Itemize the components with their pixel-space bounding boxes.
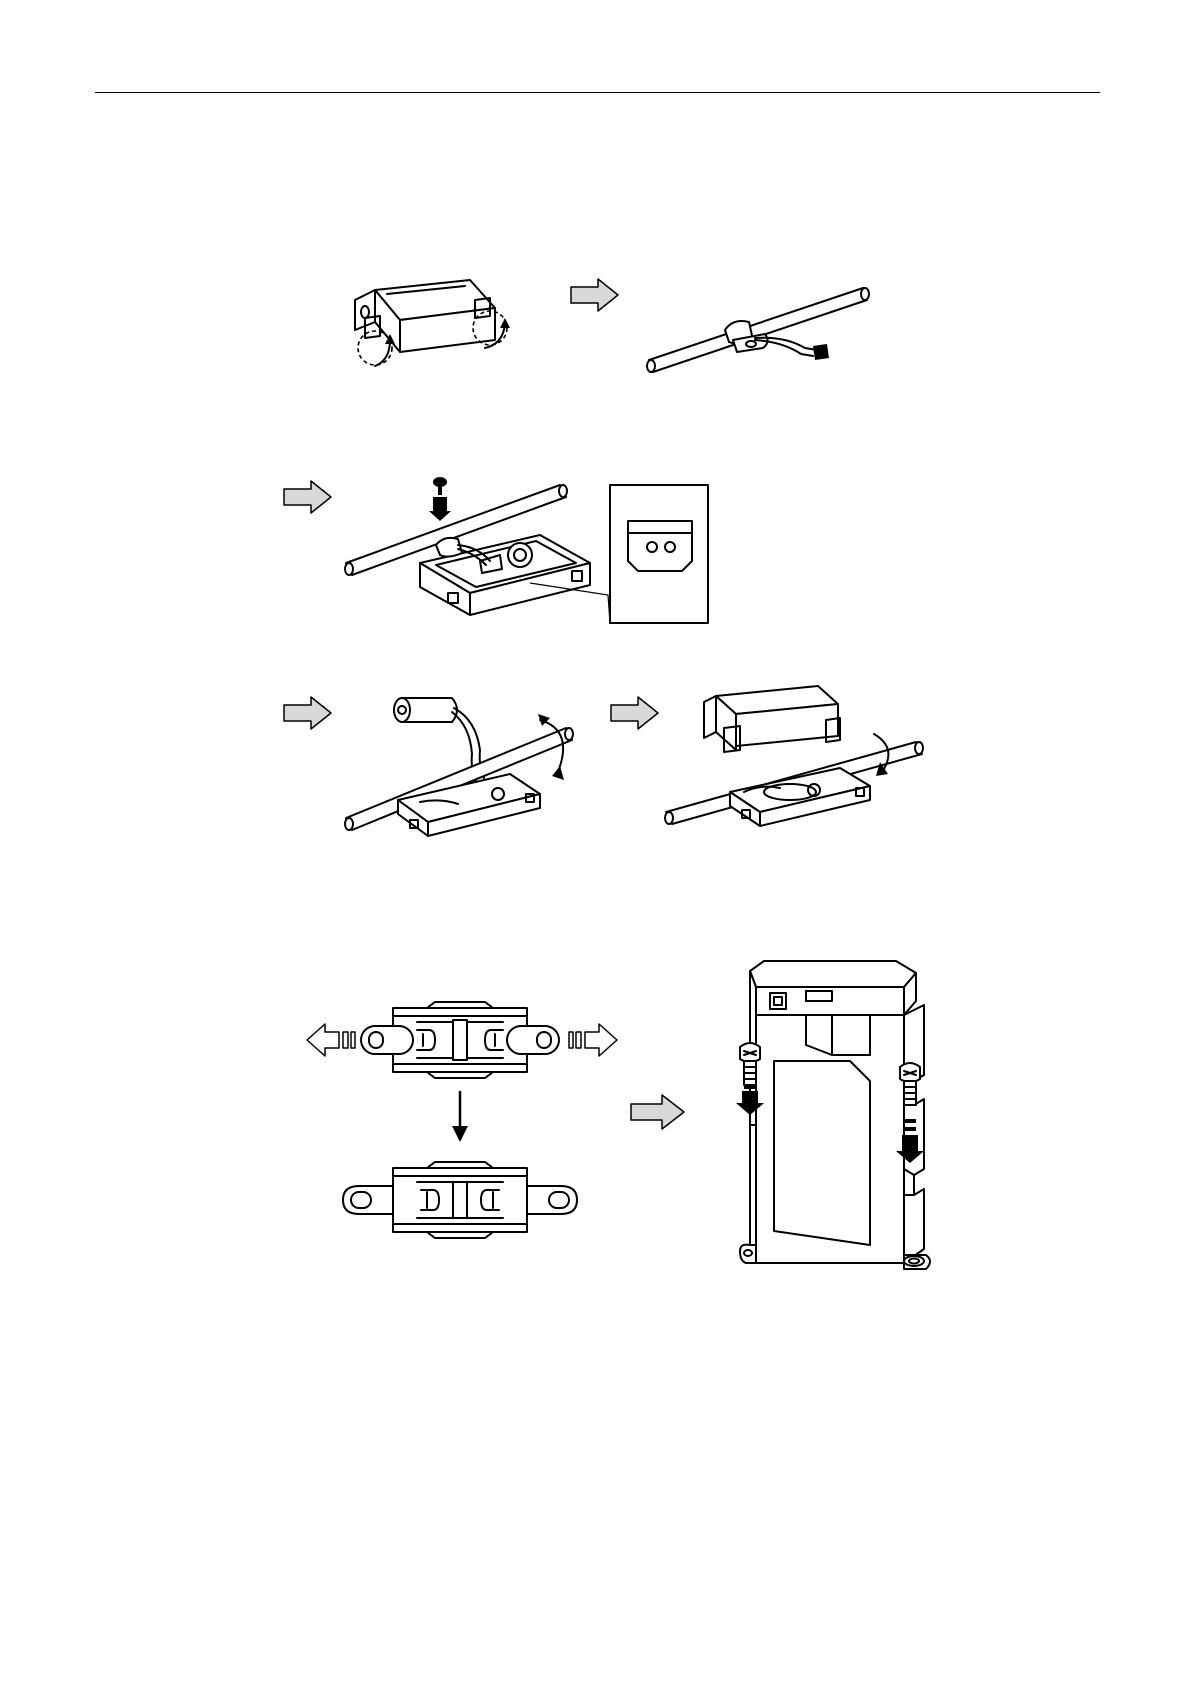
step-arrow-4 xyxy=(610,696,660,730)
figure-mounting-tabs xyxy=(305,1000,625,1260)
step-arrow-3 xyxy=(283,696,333,730)
step-arrow-5 xyxy=(630,1094,686,1130)
figure-open-case-cover xyxy=(345,278,525,388)
figure-screw-mount xyxy=(720,955,950,1285)
figure-close-cover xyxy=(660,680,930,830)
step-arrow-1 xyxy=(570,278,620,312)
header-rule xyxy=(95,92,1100,93)
figure-cable-clamp xyxy=(645,278,875,378)
figure-insert-battery xyxy=(340,690,600,840)
step-arrow-2 xyxy=(283,480,333,514)
figure-screw-clamp-case xyxy=(340,475,710,625)
